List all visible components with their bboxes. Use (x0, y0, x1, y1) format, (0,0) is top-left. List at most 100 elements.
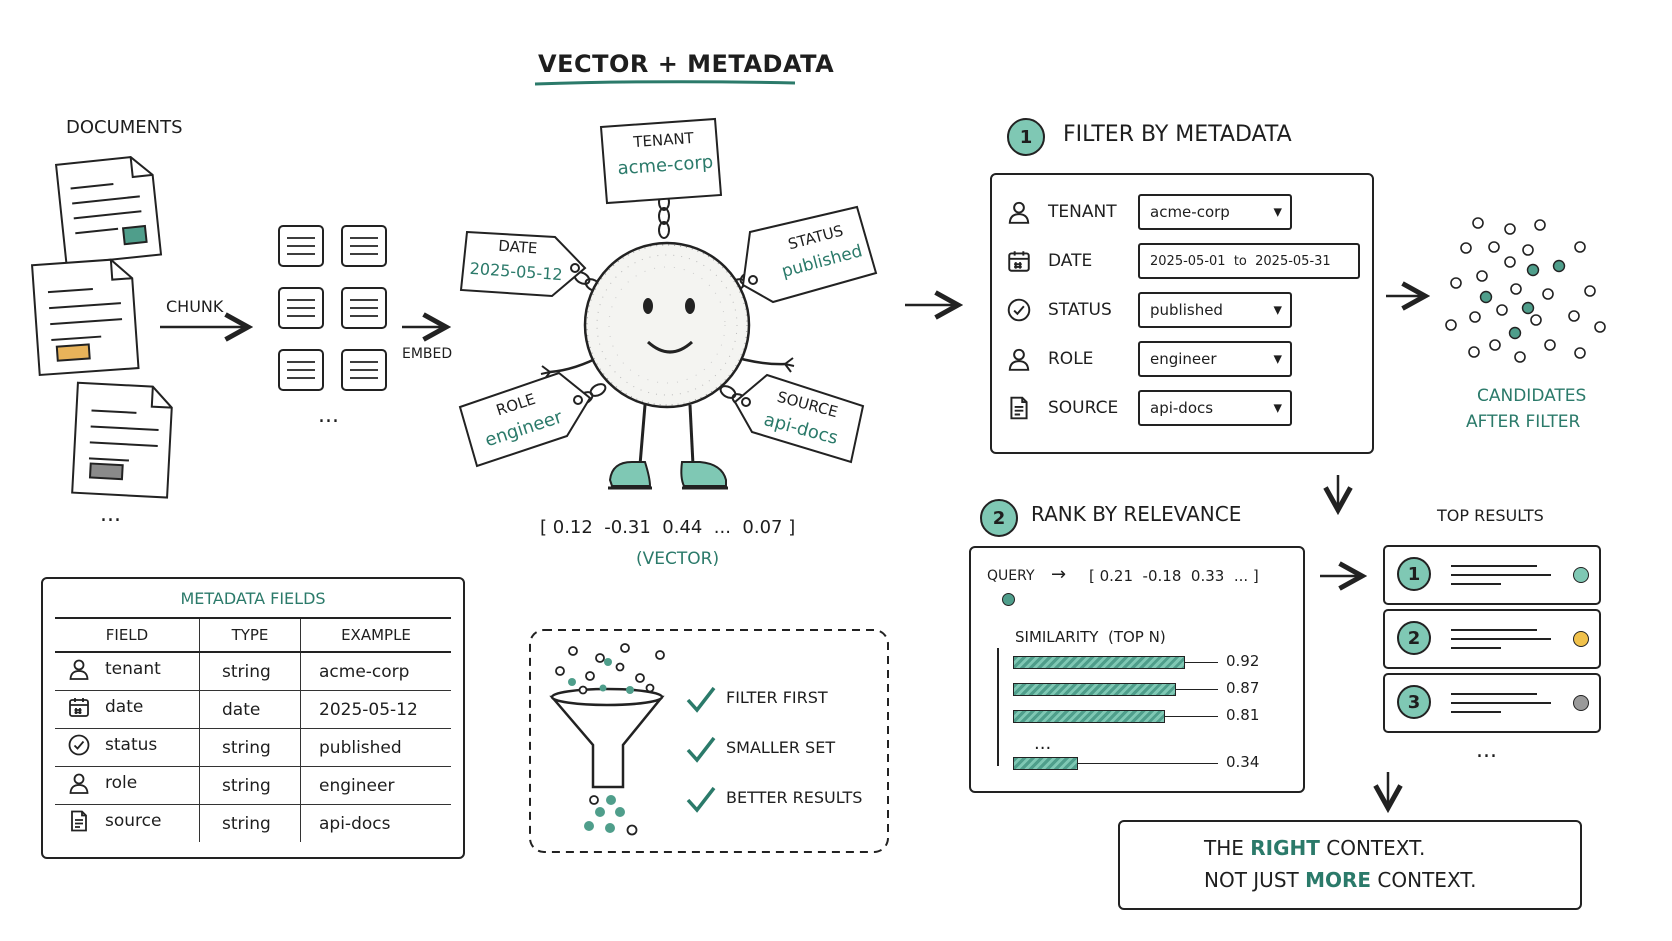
filter-label: ROLE (1048, 349, 1094, 369)
rank-panel: QUERY → [ 0.21 -0.18 0.33 ... ] SIMILARI… (969, 546, 1305, 793)
result-card-3[interactable]: 3 (1383, 673, 1601, 733)
filter-title: FILTER BY METADATA (1063, 122, 1292, 147)
type-cell: string (199, 804, 301, 842)
user-icon (67, 771, 91, 795)
tag-source (733, 373, 865, 464)
dropdown-triangle-icon: ▼ (1273, 352, 1282, 366)
filter-tenant-select[interactable]: acme-corp▼ (1138, 194, 1292, 230)
document-icon (30, 258, 140, 377)
similarity-bar (1013, 683, 1176, 696)
filter-date-range-input[interactable]: 2025-05-01 to 2025-05-31 (1138, 243, 1360, 279)
rank-badge: 1 (1397, 557, 1431, 591)
example-cell: acme-corp (300, 651, 451, 691)
chunks-ellipsis: ... (318, 403, 339, 428)
col-example-header: EXAMPLE (300, 619, 451, 653)
calendar-icon (1006, 248, 1032, 278)
point-filter-first: FILTER FIRST (726, 688, 828, 707)
candidates-scatter (1445, 217, 1606, 363)
document-icon (71, 381, 173, 499)
filter-source-select[interactable]: api-docs ▼ (1138, 390, 1292, 426)
field-name: role (105, 773, 138, 793)
tag-tenant-text: TENANT acme-corp (611, 127, 719, 179)
page-title: VECTOR + METADATA (538, 50, 835, 78)
filter-label: DATE (1048, 251, 1093, 271)
filter-label: STATUS (1048, 300, 1112, 320)
rank-badge: 2 (1397, 621, 1431, 655)
type-cell: date (199, 690, 301, 729)
documents-ellipsis: ... (100, 502, 121, 527)
conclusion-line-1: THE RIGHT CONTEXT. (1204, 836, 1425, 860)
similarity-label: SIMILARITY (TOP N) (1015, 628, 1166, 646)
chunk-grid (278, 225, 387, 391)
conclusion-text: CONTEXT. (1371, 868, 1477, 892)
metadata-fields-panel: METADATA FIELDS FIELD TYPE EXAMPLE tenan… (41, 577, 465, 859)
field-cell: tenant (55, 651, 200, 691)
chunk-label: CHUNK (166, 297, 224, 316)
conclusion-line-2: NOT JUST MORE CONTEXT. (1204, 868, 1477, 892)
filter-row-date: DATE 2025-05-01 to 2025-05-31 (992, 242, 1372, 280)
field-name: tenant (105, 659, 161, 679)
candidates-label-1: CANDIDATES (1477, 386, 1587, 406)
metadata-fields-title: METADATA FIELDS (180, 589, 326, 608)
funnel-box (529, 629, 889, 853)
results-ellipsis: ... (1476, 738, 1497, 763)
filter-label: SOURCE (1048, 398, 1119, 418)
result-line (1451, 629, 1537, 631)
result-card-1[interactable]: 1 (1383, 545, 1601, 605)
example-cell: engineer (300, 766, 451, 805)
tag-status (741, 205, 878, 304)
filter-row-source: SOURCE api-docs ▼ (992, 389, 1372, 427)
field-cell: date (55, 690, 200, 729)
step-1-badge: 1 (1007, 118, 1045, 156)
relevance-dot (1573, 695, 1589, 711)
similarity-bar (1013, 757, 1078, 770)
vector-caption: (VECTOR) (636, 549, 720, 569)
result-line (1451, 565, 1537, 567)
tag-role (458, 371, 592, 468)
bar-track (1013, 763, 1218, 764)
conclusion-emphasis-right: RIGHT (1250, 836, 1320, 860)
query-vector: [ 0.21 -0.18 0.33 ... ] (1089, 567, 1259, 585)
bars-ellipsis: ... (1034, 733, 1052, 754)
embed-label: EMBED (402, 346, 453, 362)
example-cell: api-docs (300, 804, 451, 842)
similarity-bar (1013, 656, 1185, 669)
filter-status-select[interactable]: published▼ (1138, 292, 1292, 328)
conclusion-text: CONTEXT. (1319, 836, 1426, 860)
relevance-dot (1573, 631, 1589, 647)
rank-title: RANK BY RELEVANCE (1031, 502, 1242, 526)
result-line (1451, 711, 1501, 713)
filter-value: api-docs (1150, 399, 1214, 417)
rank-badge: 3 (1397, 685, 1431, 719)
document-icon (1006, 395, 1032, 425)
similarity-value: 0.87 (1226, 679, 1260, 697)
example-cell: 2025-05-12 (300, 690, 451, 729)
vector-values: [ 0.12 -0.31 0.44 ... 0.07 ] (540, 517, 796, 538)
example-cell: published (300, 728, 451, 767)
similarity-bar (1013, 710, 1165, 723)
check-circle-icon (67, 733, 91, 757)
tag-date-text: DATE 2025-05-12 (467, 235, 568, 285)
query-dot (1002, 593, 1015, 606)
user-icon (1006, 346, 1032, 376)
col-type-header: TYPE (199, 619, 301, 653)
relevance-dot (1573, 567, 1589, 583)
conclusion-emphasis-more: MORE (1305, 868, 1372, 892)
tag-date (459, 230, 587, 298)
similarity-value: 0.34 (1226, 753, 1260, 771)
conclusion-panel: THE RIGHT CONTEXT. NOT JUST MORE CONTEXT… (1118, 820, 1582, 910)
candidates-highlight (1479, 259, 1566, 340)
similarity-axis (997, 648, 999, 766)
user-icon (1006, 199, 1032, 229)
dropdown-triangle-icon: ▼ (1273, 401, 1282, 415)
field-name: date (105, 697, 144, 717)
point-smaller-set: SMALLER SET (726, 738, 836, 757)
filter-role-select[interactable]: engineer▼ (1138, 341, 1292, 377)
field-cell: role (55, 766, 200, 805)
result-card-2[interactable]: 2 (1383, 609, 1601, 669)
tag-tenant (599, 117, 723, 205)
